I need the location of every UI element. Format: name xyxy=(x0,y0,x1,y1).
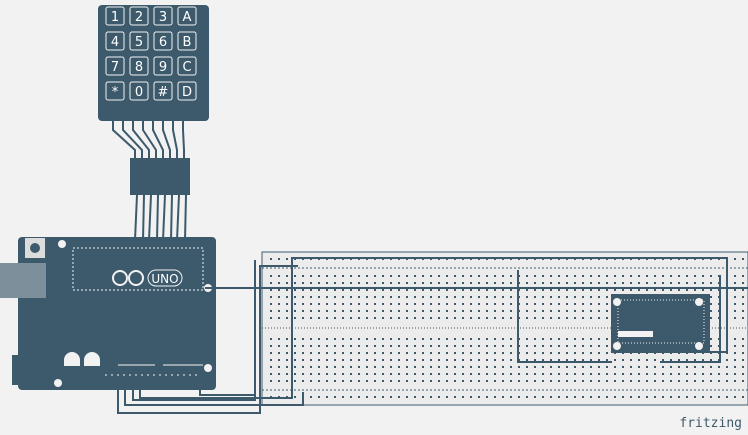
key-6[interactable]: 6 xyxy=(153,31,173,51)
usb-connector xyxy=(0,263,46,298)
key-label: # xyxy=(158,85,169,100)
key-label: 4 xyxy=(111,35,119,50)
key-2[interactable]: 2 xyxy=(129,6,149,26)
power-jack xyxy=(12,355,22,385)
oled-display-module[interactable] xyxy=(611,294,710,353)
key-label: 6 xyxy=(159,35,167,50)
key-label: 2 xyxy=(135,10,143,25)
key-*[interactable]: * xyxy=(105,81,125,101)
capacitors xyxy=(64,352,100,366)
keypad-ribbon-cable xyxy=(112,121,185,158)
key-label: * xyxy=(112,85,119,100)
jumper-wires xyxy=(117,257,748,414)
key-label: 1 xyxy=(111,10,119,25)
arduino-logo xyxy=(112,270,128,286)
key-#[interactable]: # xyxy=(153,81,173,101)
key-label: 7 xyxy=(111,60,119,75)
key-7[interactable]: 7 xyxy=(105,56,125,76)
keypad-header-connector xyxy=(130,158,190,195)
arduino-uno-board[interactable]: UNO xyxy=(0,237,216,390)
key-label: B xyxy=(183,35,192,50)
uno-label: UNO xyxy=(151,272,178,286)
key-1[interactable]: 1 xyxy=(105,6,125,26)
key-label: 9 xyxy=(159,60,167,75)
key-label: 0 xyxy=(135,85,143,100)
key-C[interactable]: C xyxy=(177,56,197,76)
key-label: 5 xyxy=(135,35,143,50)
key-A[interactable]: A xyxy=(177,6,197,26)
key-3[interactable]: 3 xyxy=(153,6,173,26)
key-label: C xyxy=(182,60,191,75)
key-label: D xyxy=(182,85,192,100)
key-5[interactable]: 5 xyxy=(129,31,149,51)
key-label: A xyxy=(183,10,192,25)
key-8[interactable]: 8 xyxy=(129,56,149,76)
key-D[interactable]: D xyxy=(177,81,197,101)
key-9[interactable]: 9 xyxy=(153,56,173,76)
keypad-wires xyxy=(134,194,187,241)
key-label: 8 xyxy=(135,60,143,75)
key-0[interactable]: 0 xyxy=(129,81,149,101)
key-label: 3 xyxy=(159,10,167,25)
key-B[interactable]: B xyxy=(177,31,197,51)
key-4[interactable]: 4 xyxy=(105,31,125,51)
fritzing-brand: fritzing xyxy=(679,416,742,431)
